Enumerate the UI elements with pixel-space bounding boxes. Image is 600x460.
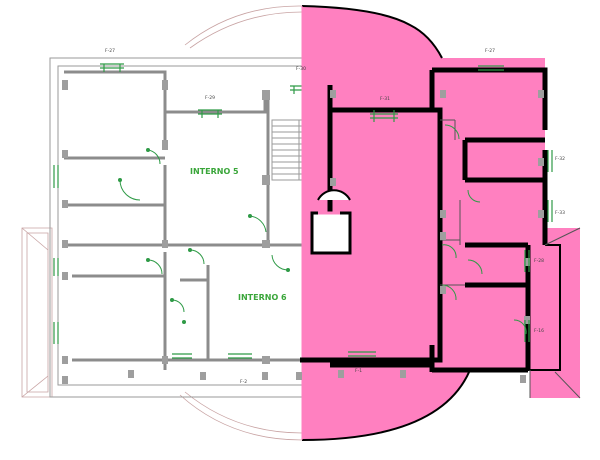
walls-right-east bbox=[429, 67, 548, 245]
terrace-outline-top-right bbox=[301, 5, 443, 59]
window-tag: F-32 bbox=[555, 156, 565, 162]
window-tag: F-1 bbox=[355, 368, 362, 374]
wall-interno5-room-b bbox=[165, 90, 267, 114]
window-tag: F-16 bbox=[534, 328, 544, 334]
windows-left bbox=[53, 63, 312, 359]
left-wing-outline bbox=[21, 227, 53, 398]
walls-right-south bbox=[300, 345, 435, 372]
terrace-outline-top-left bbox=[184, 5, 303, 46]
window-tag: F-27 bbox=[105, 48, 115, 54]
window-tag: F-27 bbox=[485, 48, 495, 54]
left-balcony-inner bbox=[26, 232, 49, 393]
room-label-interno-6: INTERNO 6 bbox=[238, 293, 287, 302]
walls-right-rooms bbox=[432, 137, 545, 373]
doors-left bbox=[118, 148, 290, 324]
window-tag: F-31 bbox=[380, 96, 390, 102]
doors-right bbox=[441, 124, 527, 335]
terrace-outline-bottom-left bbox=[179, 394, 303, 441]
room-label-interno-5: INTERNO 5 bbox=[190, 167, 239, 176]
terrace-outline-bottom-right bbox=[301, 369, 471, 441]
window-tag: F-30 bbox=[296, 66, 306, 72]
windows-right bbox=[348, 65, 553, 357]
left-wing-diag-top bbox=[21, 227, 49, 251]
terrace-outline-bottom-left-inner bbox=[184, 391, 303, 434]
pillars-left bbox=[62, 80, 270, 384]
left-wing-diag-bottom bbox=[21, 375, 49, 398]
wall-interno5-room-a bbox=[64, 70, 167, 150]
thin-lines-right bbox=[440, 119, 581, 399]
window-tag: F-29 bbox=[205, 95, 215, 101]
pillars-right bbox=[296, 90, 544, 383]
window-tags: F-27 F-29 F-30 F-31 F-27 F-32 F-33 F-28 … bbox=[105, 48, 565, 385]
window-tag: F-28 bbox=[534, 258, 544, 264]
window-tag: F-33 bbox=[555, 210, 565, 216]
outer-wall-left bbox=[49, 57, 302, 398]
elevator-core bbox=[310, 189, 352, 255]
walls-right-balcony bbox=[528, 244, 561, 371]
window-tag: F-2 bbox=[240, 379, 247, 385]
outer-wall-left-inner bbox=[57, 65, 302, 386]
terrace-outline-top-left-inner bbox=[189, 11, 303, 49]
